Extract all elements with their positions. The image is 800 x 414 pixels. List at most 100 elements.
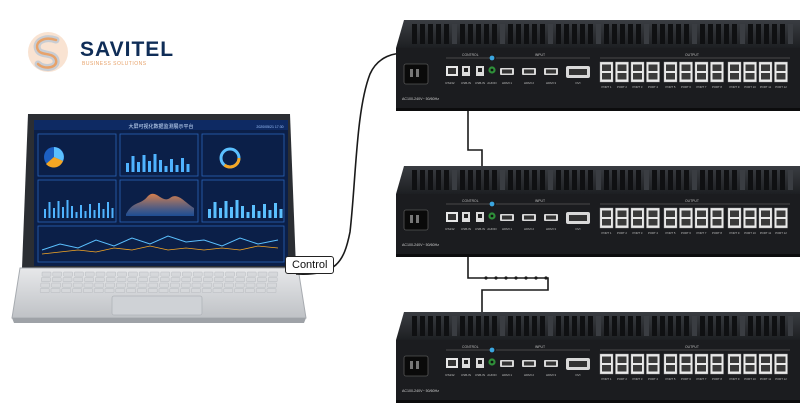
output-port-jack bbox=[633, 365, 642, 372]
output-port-jack bbox=[776, 64, 786, 71]
output-port-jack bbox=[745, 73, 755, 80]
input-port-label: HDMI 3 bbox=[546, 373, 556, 377]
keyboard-key bbox=[202, 282, 213, 288]
keyboard-key bbox=[126, 288, 136, 293]
output-port-jack bbox=[617, 73, 627, 80]
output-port-jack bbox=[681, 356, 691, 363]
output-port-jack bbox=[648, 356, 658, 363]
vent-slot bbox=[628, 24, 633, 44]
output-port-jack bbox=[697, 356, 706, 363]
output-port-jack bbox=[712, 356, 722, 363]
input-port-label: HDMI 2 bbox=[524, 81, 534, 85]
keyboard-key bbox=[115, 288, 126, 293]
vent-slot bbox=[444, 170, 449, 190]
laptop-screen bbox=[34, 120, 288, 266]
rs232-port-jack bbox=[448, 68, 456, 74]
panel-pie bbox=[37, 133, 117, 177]
output-port-label: PORT 1 bbox=[601, 85, 611, 89]
control-port-label: AUDIO bbox=[487, 81, 497, 85]
output-port-jack bbox=[745, 210, 755, 217]
vent-slot bbox=[668, 316, 673, 336]
keyboard-key bbox=[236, 271, 246, 277]
power-pin bbox=[416, 361, 419, 369]
output-port-jack bbox=[776, 219, 786, 226]
keyboard-key bbox=[138, 271, 149, 277]
panel-bars-1 bbox=[119, 133, 199, 177]
output-port-jack bbox=[730, 356, 739, 363]
output-port-label: PORT 7 bbox=[696, 377, 706, 381]
panel-ring bbox=[201, 133, 285, 177]
output-port-jack bbox=[633, 356, 642, 363]
dashboard-bar bbox=[53, 208, 55, 218]
output-port-jack bbox=[602, 356, 611, 363]
output-port-jack bbox=[648, 73, 658, 80]
vent-slot bbox=[620, 24, 625, 44]
vent-slot bbox=[724, 24, 729, 44]
dashboard-bar bbox=[219, 208, 222, 218]
vent-slot bbox=[572, 170, 577, 190]
keyboard-key bbox=[191, 288, 201, 293]
power-pin bbox=[416, 215, 419, 223]
line-chart bbox=[41, 245, 279, 255]
vent-slot bbox=[604, 24, 609, 44]
output-section-label: OUTPUT bbox=[685, 345, 699, 349]
dashboard-bar bbox=[224, 201, 228, 218]
vent-slot bbox=[612, 24, 617, 44]
vent-slot bbox=[788, 24, 793, 44]
vent-slot bbox=[516, 316, 521, 336]
output-port-jack bbox=[602, 64, 611, 71]
vent-slot bbox=[524, 24, 529, 44]
vent-slot bbox=[548, 24, 553, 44]
logo-mark-icon bbox=[28, 32, 68, 72]
dashboard-bar bbox=[93, 210, 96, 218]
continuation-dot bbox=[544, 276, 548, 280]
output-port-label: PORT 6 bbox=[681, 377, 691, 381]
vent-slot bbox=[508, 170, 513, 190]
vent-slot bbox=[668, 170, 673, 190]
brand-name: SAVITEL bbox=[80, 38, 175, 61]
pie-slice bbox=[54, 147, 64, 161]
keyboard-key bbox=[40, 288, 50, 293]
vent-slot bbox=[444, 316, 449, 336]
vent-slot bbox=[772, 316, 777, 336]
dashboard-bar bbox=[252, 205, 255, 218]
output-port-jack bbox=[761, 219, 770, 226]
keyboard-key bbox=[212, 288, 223, 293]
output-section-label: OUTPUT bbox=[685, 53, 699, 57]
keyboard-key bbox=[93, 288, 104, 293]
vent-slot bbox=[692, 316, 697, 336]
input-port-label: HDMI 3 bbox=[546, 81, 556, 85]
vent-slot bbox=[716, 170, 721, 190]
output-port-jack bbox=[666, 219, 675, 226]
keyboard-key bbox=[181, 277, 192, 282]
output-port-jack bbox=[666, 365, 675, 372]
vent-slot bbox=[548, 316, 553, 336]
dashboard-bar bbox=[235, 200, 239, 218]
output-port-jack bbox=[761, 365, 770, 372]
laptop: 大屏可视化数据监测展示平台 2020/05/21 17:30 bbox=[11, 114, 307, 323]
control-port-label: USB-IN bbox=[461, 373, 471, 377]
dashboard-bar bbox=[159, 160, 162, 172]
output-port-label: PORT 8 bbox=[712, 231, 722, 235]
vent-slot bbox=[764, 316, 769, 336]
vent-slot bbox=[764, 170, 769, 190]
control-port-label: AUDIO bbox=[487, 373, 497, 377]
dvi-port-jack bbox=[569, 361, 587, 367]
output-port-jack bbox=[648, 210, 658, 217]
vent-slot bbox=[732, 316, 737, 336]
vent-slot bbox=[636, 24, 641, 44]
vent-slot bbox=[740, 24, 745, 44]
continuation-dot bbox=[524, 276, 528, 280]
screen-header bbox=[34, 120, 288, 130]
vent-slot bbox=[436, 24, 441, 44]
output-port-label: PORT 3 bbox=[632, 377, 642, 381]
keyboard-key bbox=[147, 288, 158, 293]
control-port-label: RS232 bbox=[445, 81, 455, 85]
vent-slot bbox=[772, 24, 777, 44]
link-cable-2 bbox=[467, 212, 549, 362]
continuation-dot bbox=[504, 276, 508, 280]
vent-slot bbox=[476, 316, 481, 336]
vent-slot bbox=[740, 170, 745, 190]
keyboard-key bbox=[203, 271, 214, 277]
control-port-label: USB-IN bbox=[461, 81, 471, 85]
